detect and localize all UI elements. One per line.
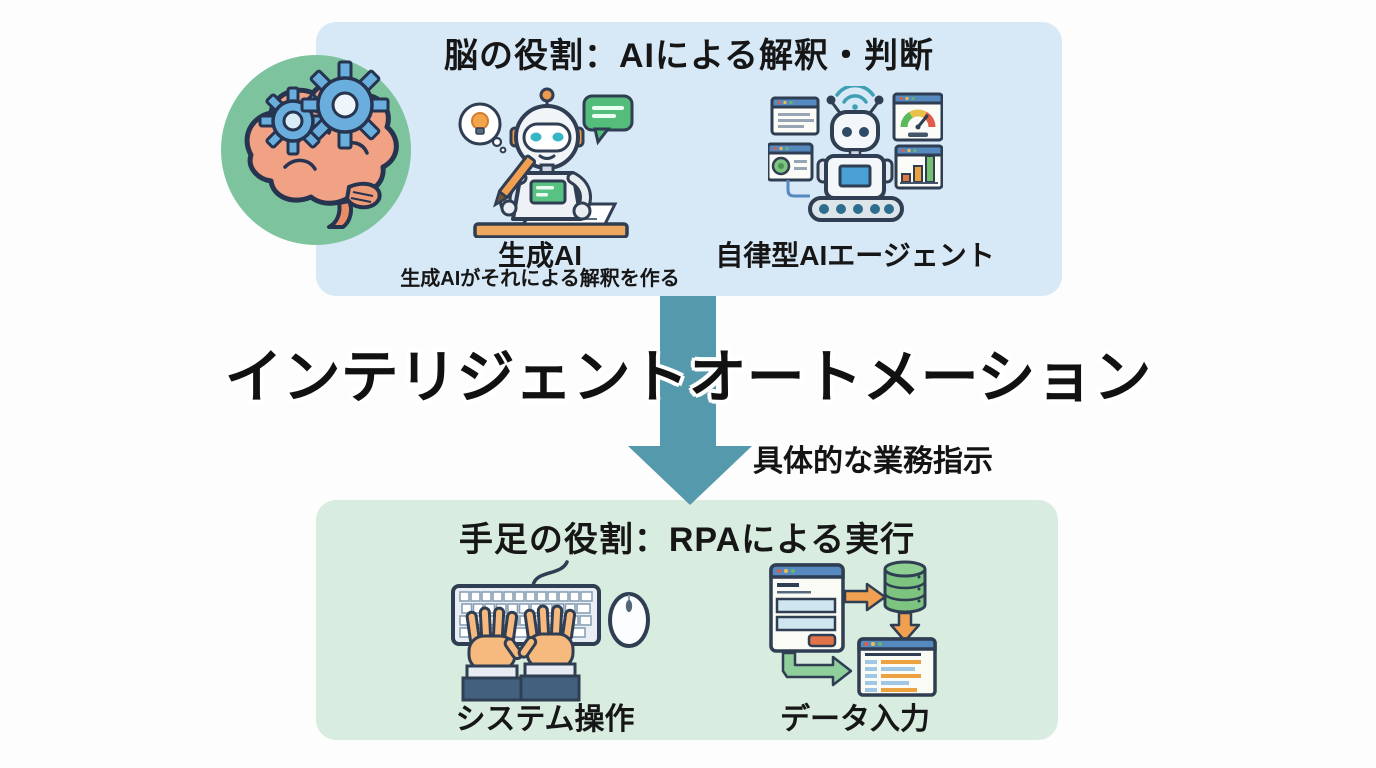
gauge-window-icon xyxy=(892,92,943,142)
data-entry-illustration xyxy=(769,560,937,697)
arrow-head xyxy=(628,446,752,505)
arrow-elbow-icon xyxy=(781,651,853,687)
writing-robot-illustration xyxy=(458,87,634,238)
agent-antennas xyxy=(826,95,884,114)
genai-sublabel: 生成AIがそれによる解釈を作る xyxy=(400,268,680,290)
mouse-icon xyxy=(608,592,650,648)
arrow-shaft xyxy=(660,296,716,447)
rpa-role-panel: 手足の役割：RPAによる実行 xyxy=(316,500,1058,740)
business-instruction-annotation: 具体的な業務指示 xyxy=(753,445,993,478)
agent-robot-illustration xyxy=(768,86,943,222)
speech-bubble-icon xyxy=(582,94,634,146)
genai-label: 生成AI xyxy=(497,240,582,271)
chest-screen-icon xyxy=(529,179,567,205)
data-input-label: データ入力 xyxy=(780,703,930,736)
settings-window-icon xyxy=(768,142,814,182)
right-hand-icon xyxy=(517,604,581,702)
bar-chart-window-icon xyxy=(894,144,943,190)
pencil-icon xyxy=(493,154,537,208)
keyboard-hands-illustration xyxy=(451,560,650,702)
ai-role-title: 脳の役割：AIによる解釈・判断 xyxy=(444,37,934,75)
antenna-ball-shape xyxy=(539,87,555,103)
text-window-icon xyxy=(770,96,820,136)
form-window-icon xyxy=(769,563,845,653)
left-hand-icon xyxy=(461,606,524,702)
rpa-role-title: 手足の役割：RPAによる実行 xyxy=(458,521,916,559)
ai-role-panel: 脳の役割：AIによる解釈・判断 xyxy=(316,22,1062,296)
intelligent-automation-headline: インテリジェントオートメーション xyxy=(224,345,1152,410)
down-arrow-icon xyxy=(628,296,752,505)
database-icon xyxy=(883,560,927,614)
agent-robot-body xyxy=(808,110,904,222)
system-operation-label: システム操作 xyxy=(455,703,635,736)
keyboard-cable xyxy=(531,560,569,588)
arrow-right-icon xyxy=(843,582,887,612)
spreadsheet-window-icon xyxy=(857,637,937,697)
gear-large-icon xyxy=(300,60,390,150)
wifi-icon xyxy=(835,86,875,110)
brain-gears-icon xyxy=(221,55,411,245)
connector-line xyxy=(786,180,810,198)
arrow-down-icon xyxy=(889,611,921,643)
agent-label: 自律型AIエージェント xyxy=(715,240,995,271)
lightbulb-bubble-icon xyxy=(458,102,507,154)
